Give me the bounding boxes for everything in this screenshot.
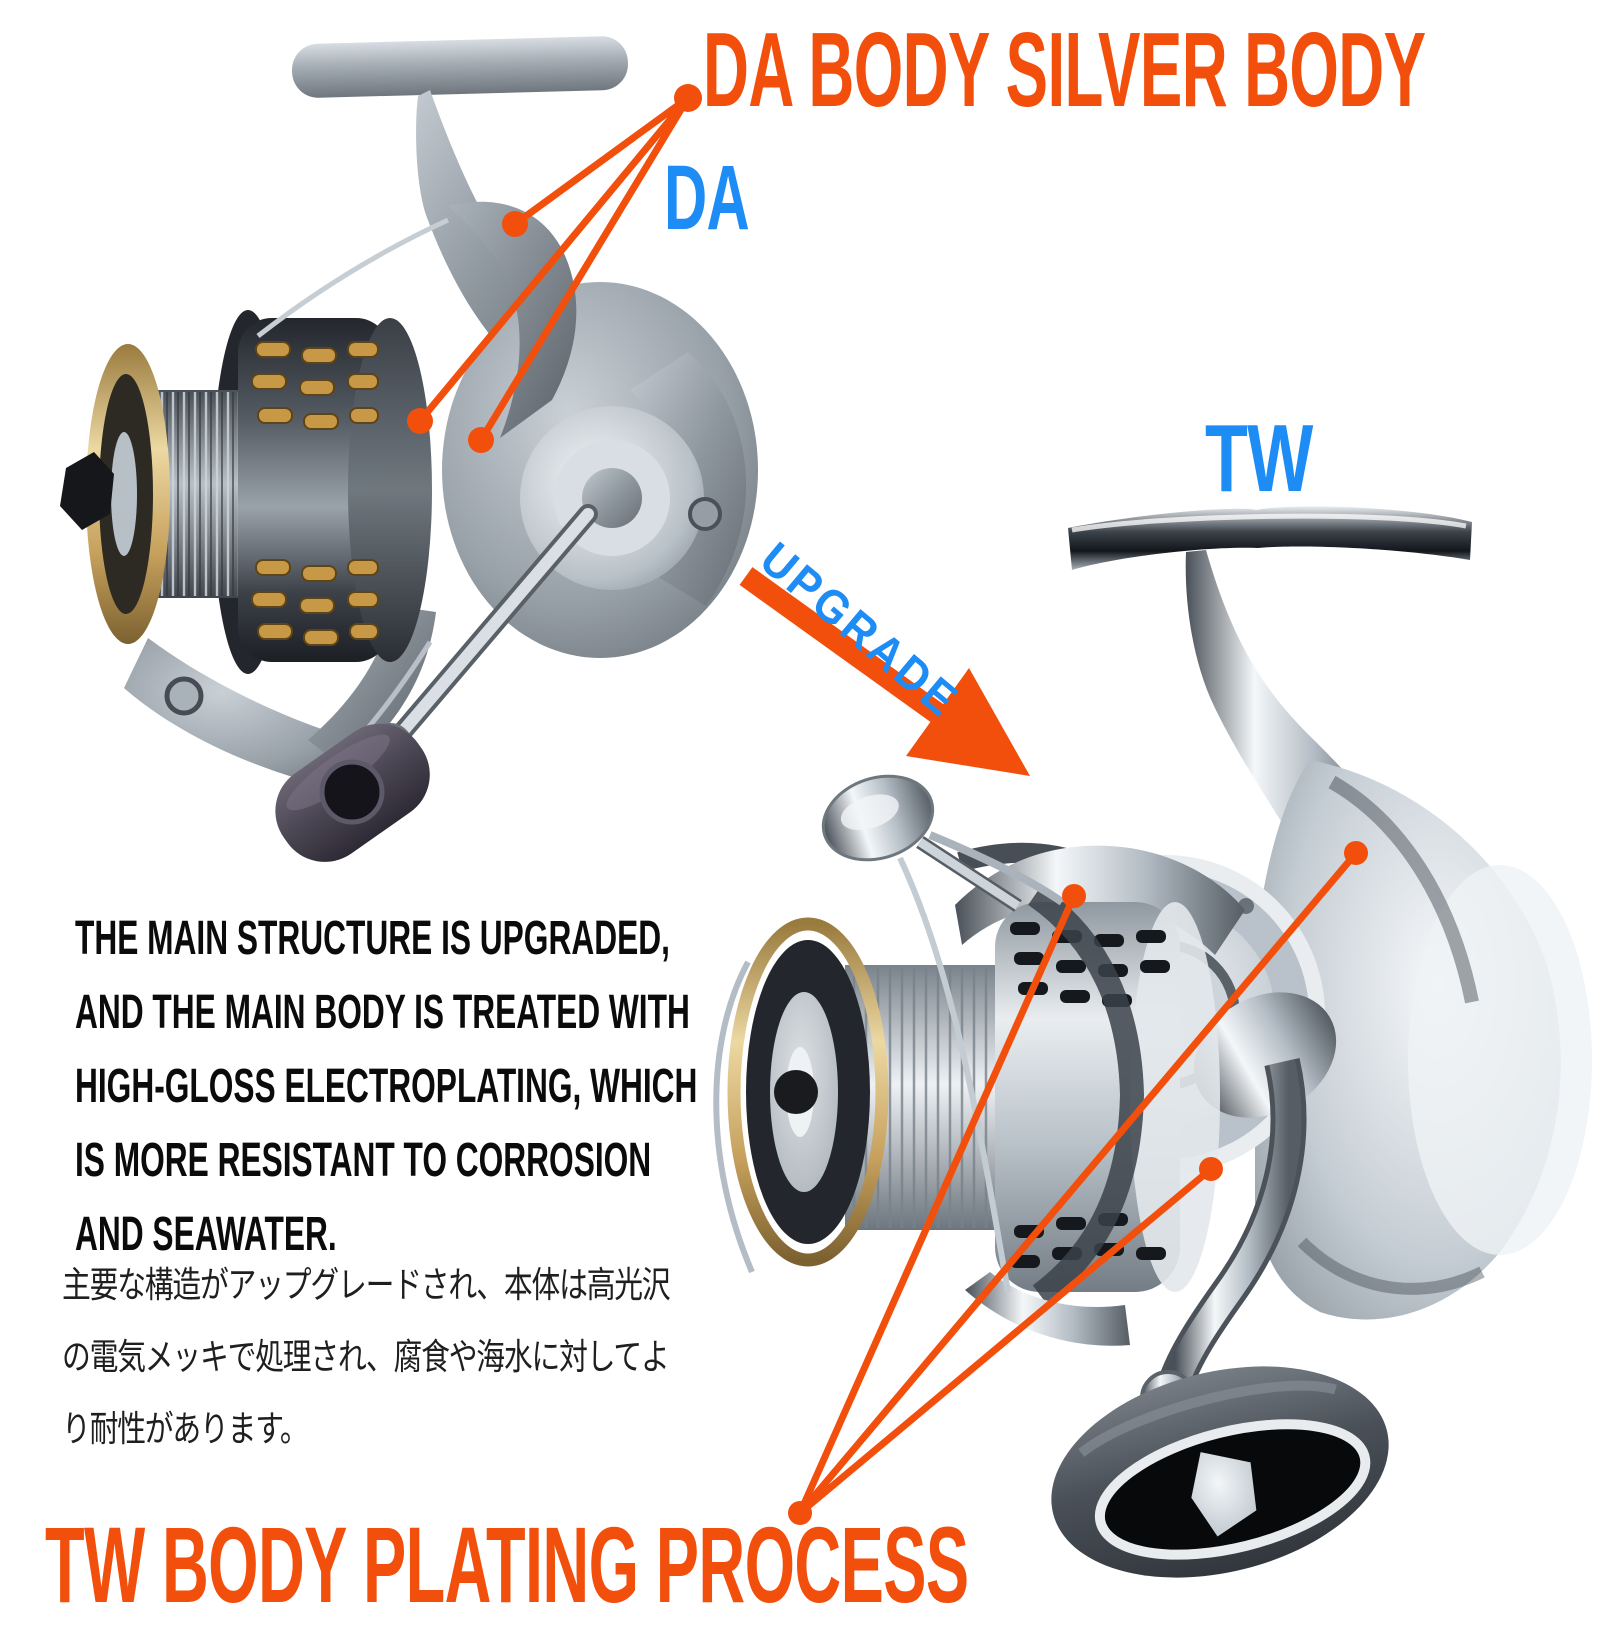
description-en-line: HIGH-GLOSS ELECTROPLATING, WHICH	[75, 1060, 698, 1113]
da-callout-lines	[407, 84, 702, 453]
tw-callout-lines	[788, 841, 1368, 1525]
tw-label: TW	[1205, 405, 1313, 512]
callout-dot	[788, 1501, 812, 1525]
da-reel-photo	[60, 36, 758, 862]
callout-dot	[468, 427, 494, 453]
description-en-line: IS MORE RESISTANT TO CORROSION	[75, 1134, 652, 1187]
callout-dot	[1199, 1157, 1223, 1181]
callout-dot	[502, 211, 528, 237]
callout-dot	[674, 84, 702, 112]
upgrade-arrow-icon	[739, 567, 1030, 776]
description-en-line: AND THE MAIN BODY IS TREATED WITH	[75, 986, 690, 1039]
tw-reel-photo	[713, 506, 1592, 1578]
description-en-line: AND SEAWATER.	[75, 1208, 337, 1261]
description-jp-line: の電気メッキで処理され、腐食や海水に対してよ	[62, 1336, 670, 1377]
top-title: DA BODY SILVER BODY	[703, 11, 1426, 129]
description-en: THE MAIN STRUCTURE IS UPGRADED, AND THE …	[75, 902, 697, 1272]
bottom-title: TW BODY PLATING PROCESS	[45, 1504, 969, 1625]
da-label: DA	[664, 147, 750, 249]
callout-dot	[407, 408, 433, 434]
description-jp-line: 主要な構造がアップグレードされ、本体は高光沢	[62, 1264, 671, 1305]
description-jp: 主要な構造がアップグレードされ、本体は高光沢 の電気メッキで処理され、腐食や海水…	[62, 1249, 671, 1465]
callout-dot	[1344, 841, 1368, 865]
description-jp-line: り耐性があります。	[62, 1408, 309, 1449]
description-en-line: THE MAIN STRUCTURE IS UPGRADED,	[75, 912, 670, 965]
callout-dot	[1062, 884, 1086, 908]
